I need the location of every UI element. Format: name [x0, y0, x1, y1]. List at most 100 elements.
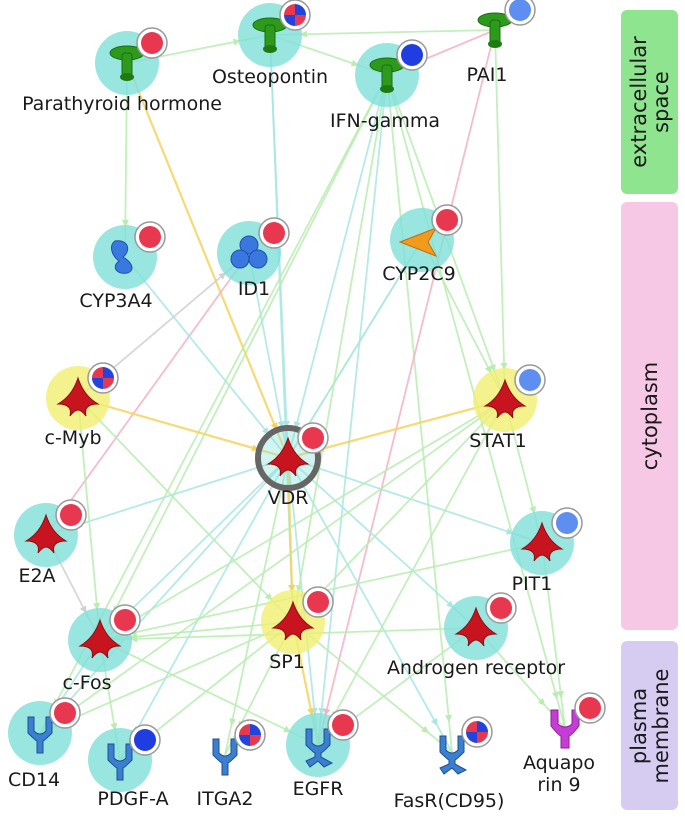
receptor-icon	[27, 716, 53, 754]
protein-cluster-icon	[230, 235, 268, 269]
edge-stat1-cd14	[39, 399, 506, 734]
ligand-icon	[109, 45, 145, 81]
node-label-ar: Androgen receptor	[387, 657, 565, 679]
node-cyp2c9[interactable]: CYP2C9	[382, 204, 463, 285]
region-label-cytoplasm: cytoplasm	[637, 361, 662, 471]
ligand-icon	[369, 57, 405, 93]
edge-arrow-pth-cyp3a4	[121, 219, 129, 228]
edge-arrow-ifng-fasr	[444, 714, 452, 723]
edge-sp1-cd14	[39, 621, 294, 734]
expression-marker-icon	[55, 499, 87, 531]
receptor-icon	[107, 743, 133, 781]
transcription-factor-icon	[483, 378, 527, 419]
expression-marker-icon	[551, 507, 583, 539]
edge-arrow-cmyb-cfos	[93, 602, 101, 611]
ligand-icon	[477, 12, 513, 48]
edge-arrow-opn-ifng	[350, 59, 359, 67]
region-plasma-membrane: plasma membrane	[621, 641, 678, 810]
edge-arrow-vdr-ar	[446, 600, 454, 608]
node-cfos[interactable]: c-Fos	[62, 604, 141, 694]
expression-marker-icon	[136, 27, 168, 59]
node-pdgfa[interactable]: PDGF-A	[88, 724, 169, 810]
expression-marker-icon	[234, 719, 266, 751]
node-label-cfos: c-Fos	[62, 672, 111, 694]
expression-marker-icon	[49, 697, 81, 729]
node-egfr[interactable]: EGFR	[286, 709, 359, 800]
enzyme-icon	[111, 240, 133, 274]
node-opn[interactable]: Osteopontin	[212, 0, 328, 88]
node-e2a[interactable]: E2A	[14, 499, 87, 587]
edge-arrow-cmyb-id1	[218, 272, 227, 280]
edge-pai1-stat1	[494, 29, 506, 401]
edge-ifng-fasr	[386, 74, 453, 753]
node-ifng[interactable]: IFN-gamma	[330, 39, 440, 132]
edge-vdr-pdgfa	[119, 457, 289, 761]
edge-arrow-e2a-cfos	[79, 605, 87, 614]
node-fasr[interactable]: FasR(CD95)	[394, 716, 505, 812]
transcription-factor-icon	[56, 376, 100, 417]
transcription-factor-icon	[78, 618, 122, 659]
expression-marker-icon	[504, 0, 536, 26]
edge-cfos-egfr	[99, 639, 319, 746]
node-label-pdgfa: PDGF-A	[97, 788, 168, 810]
node-label-cmyb: c-Myb	[45, 427, 102, 449]
edge-ifng-cfos	[99, 74, 388, 641]
edge-vdr-ar	[287, 457, 477, 629]
edge-vdr-cyp2c9	[287, 239, 423, 459]
expression-marker-icon	[396, 39, 428, 71]
receptor-kinase-icon	[439, 735, 468, 775]
expression-marker-icon	[327, 709, 359, 741]
expression-marker-icon	[279, 0, 311, 31]
node-label-stat1: STAT1	[469, 430, 526, 452]
node-ar[interactable]: Androgen receptor	[387, 592, 565, 679]
expression-marker-icon	[87, 362, 119, 394]
node-id1[interactable]: ID1	[217, 217, 290, 300]
nodes-layer: Parathyroid hormoneOsteopontinIFN-gammaP…	[8, 0, 606, 812]
node-pai1[interactable]: PAI1	[467, 0, 536, 86]
node-cd14[interactable]: CD14	[8, 697, 81, 791]
node-label-id1: ID1	[238, 278, 270, 300]
transcription-factor-icon	[454, 606, 498, 647]
edge-arrow-sp1-fasr	[421, 725, 429, 734]
node-pit1[interactable]: PIT1	[510, 507, 583, 595]
edge-arrow-ifng-aqp9	[551, 691, 559, 700]
node-label-itga2: ITGA2	[196, 788, 253, 810]
edge-arrow-pai1-stat1	[500, 362, 508, 371]
node-vdr[interactable]: VDR	[255, 422, 329, 509]
expression-marker-icon	[302, 586, 334, 618]
expression-marker-icon	[134, 221, 166, 253]
edge-id1-e2a	[45, 252, 250, 536]
edge-pth-vdr	[125, 62, 290, 459]
node-label-vdr: VDR	[268, 487, 309, 509]
node-label-sp1: SP1	[269, 651, 305, 673]
edge-stat1-sp1	[292, 399, 506, 623]
node-label-cd14: CD14	[8, 769, 60, 791]
node-cmyb[interactable]: c-Myb	[45, 362, 119, 449]
edge-vdr-pit1	[287, 457, 543, 544]
region-extracellular-space: extracellular space	[621, 10, 678, 194]
edge-arrow-vdr-itga2	[229, 718, 237, 726]
edge-arrow-vdr-cyp2c9	[399, 265, 407, 274]
transcription-factor-icon	[271, 600, 315, 641]
node-cyp3a4[interactable]: CYP3A4	[79, 221, 166, 312]
node-label-egfr: EGFR	[293, 778, 344, 800]
node-stat1[interactable]: STAT1	[469, 364, 546, 452]
region-label-plasma-membrane: plasma membrane	[626, 668, 673, 783]
edge-arrow-vdr-fasr	[430, 717, 438, 726]
edge-arrow-cmyb-sp1	[264, 592, 273, 601]
edge-vdr-cd14	[39, 457, 289, 734]
node-label-cyp3a4: CYP3A4	[79, 290, 152, 312]
node-sp1[interactable]: SP1	[261, 586, 334, 673]
node-itga2[interactable]: ITGA2	[196, 719, 266, 810]
node-label-pai1: PAI1	[467, 64, 508, 86]
node-label-aqp9-line0: Aquapo	[523, 752, 595, 774]
node-label-ifng: IFN-gamma	[330, 110, 440, 132]
expression-marker-icon	[574, 692, 606, 724]
edge-pai1-egfr	[317, 29, 496, 746]
receptor-kinase-icon	[305, 728, 334, 768]
node-pth[interactable]: Parathyroid hormone	[22, 27, 222, 115]
edge-arrow-ifng-egfr	[318, 707, 326, 716]
expression-marker-icon	[485, 592, 517, 624]
